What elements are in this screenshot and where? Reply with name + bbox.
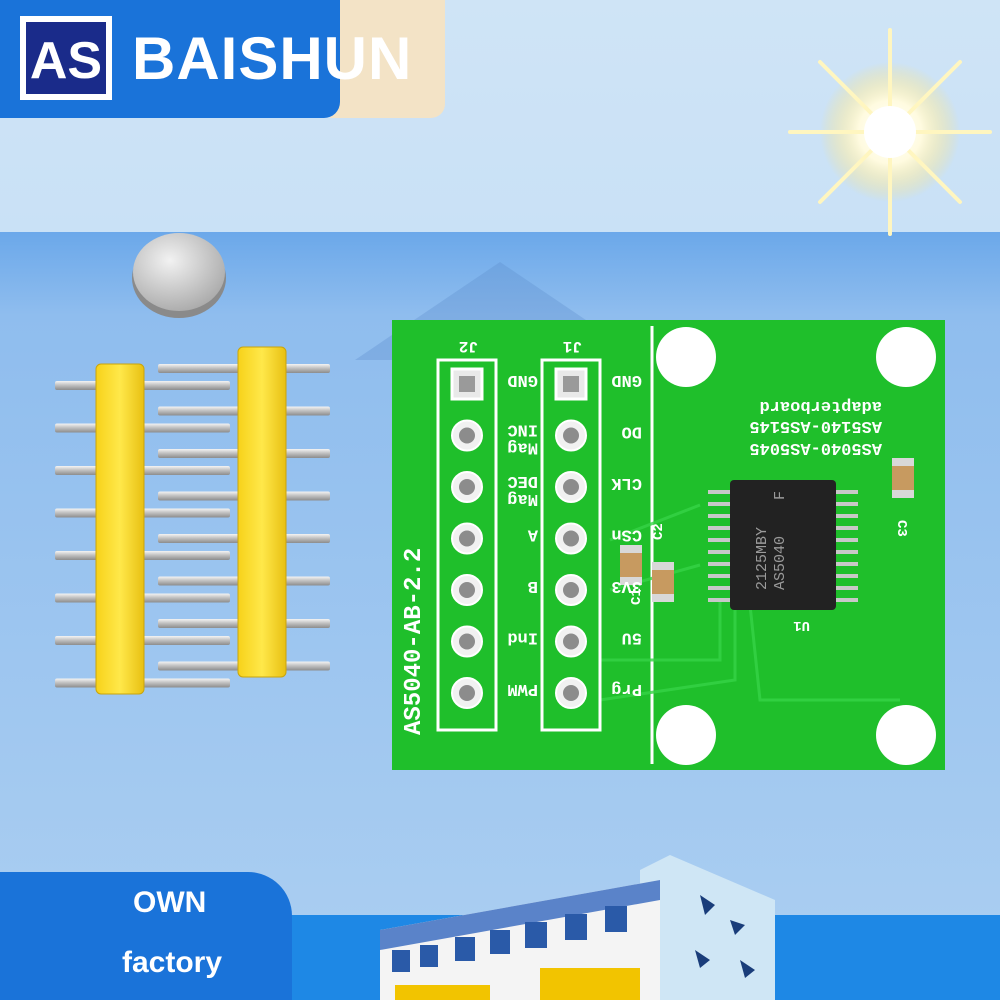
brand-name: BAISHUN	[132, 25, 413, 92]
j1-pin-label: GND	[611, 370, 642, 389]
chip-marking-2: AS5040	[772, 536, 789, 590]
j2-pin-label: DEC	[507, 471, 538, 490]
j2-pin-label: PWM	[507, 679, 538, 698]
connector-label-j1: J1	[563, 337, 582, 355]
brand-logo-icon: AS	[20, 16, 112, 100]
j2-pin-label: A	[527, 525, 538, 544]
j2-pin-label: B	[528, 576, 538, 595]
cap-label-c2: C2	[651, 523, 667, 540]
magnet-disc	[132, 233, 226, 318]
chip-marking-3: F	[772, 491, 789, 500]
pin-header-left	[55, 363, 230, 695]
cap-label-c1: C1	[629, 588, 645, 605]
cap-label-c3: C3	[893, 520, 909, 537]
product-text-2: AS5140-AS5145	[749, 416, 882, 435]
mount-hole	[656, 705, 716, 765]
j1-pin-label: 3V3	[611, 576, 642, 595]
j1-pin-label: CLK	[611, 473, 642, 492]
factory-illustration	[380, 855, 775, 1000]
j2-pin-label: Ind	[507, 628, 538, 647]
j2-pin-label: Mag	[507, 489, 538, 508]
badge-line-2: factory	[122, 946, 223, 979]
brand-logo-glyph: AS	[30, 32, 102, 90]
j2-pin-label: INC	[507, 420, 538, 439]
mount-hole	[876, 705, 936, 765]
pin-header-right	[158, 346, 330, 678]
chip-marking-1: 2125MBY	[754, 527, 771, 590]
sun-icon	[788, 28, 992, 236]
product-text-1: adapterboard	[760, 396, 882, 415]
brand-header: AS BAISHUN	[0, 0, 411, 118]
product-text-3: AS5040-AS5045	[749, 438, 882, 457]
j1-pin-label: 5U	[622, 628, 642, 647]
j1-pin-label: Prg	[611, 679, 642, 698]
own-factory-badge	[0, 872, 292, 1000]
as5040-chip: 2125MBY AS5040 F	[708, 480, 858, 610]
j2-pin-label: Mag	[507, 438, 538, 457]
chip-label: U1	[793, 617, 810, 633]
j1-pin-label: CSn	[611, 525, 642, 544]
board-id: AS5040-AB-2.2	[401, 548, 428, 735]
adapter-board: 2125MBY AS5040 F AS5040-AB-2.2 J2 J1 ada…	[392, 320, 945, 770]
j2-pin-label: GND	[507, 370, 538, 389]
badge-line-1: OWN	[133, 886, 207, 919]
j1-pin-label: DO	[622, 422, 642, 441]
capacitors	[620, 458, 914, 602]
mount-hole	[876, 327, 936, 387]
connector-label-j2: J2	[459, 337, 478, 355]
mount-hole	[656, 327, 716, 387]
brand-header-accent	[330, 0, 445, 118]
